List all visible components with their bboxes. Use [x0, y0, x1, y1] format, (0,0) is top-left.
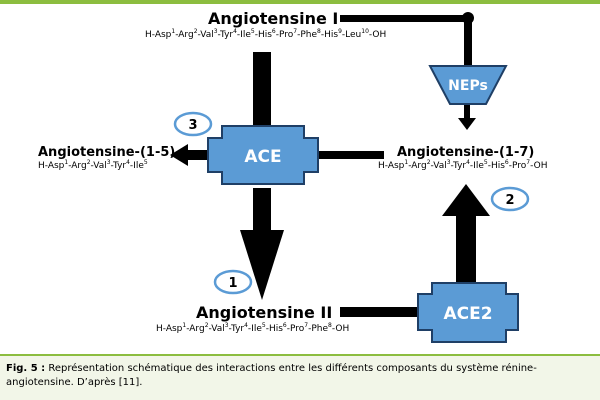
diagram-canvas: NEPs ACE ACE2 3 2 1: [170, 12, 530, 343]
ace-to-ang17-line: [318, 151, 384, 159]
badge-2: 2: [505, 193, 514, 208]
ang2-formula: H-Asp1-Arg2-Val3-Tyr4-Ile5-His6-Pro7-Phe…: [156, 322, 350, 335]
ang17-name: Angiotensine-(1-7): [397, 145, 535, 160]
ang2-name: Angiotensine II: [196, 303, 333, 322]
badge-3-ring: [173, 111, 213, 137]
caption-fig-label: Fig. 5 :: [6, 363, 46, 374]
ang2-to-ace2-line: [340, 307, 420, 317]
ace-to-ang15-shaft: [186, 150, 210, 160]
ace-shape: [207, 125, 319, 185]
ace2-to-ang17-shaft: [456, 214, 476, 286]
ang15-name: Angiotensine-(1-5): [38, 145, 176, 160]
ace2-shape: [417, 282, 519, 343]
ace2-label: ACE2: [443, 304, 492, 324]
caption-text: Représentation schématique des interacti…: [6, 363, 537, 388]
badge-1-ring: [213, 269, 253, 295]
top-border: [0, 0, 600, 4]
ace-to-ang15-head: [170, 144, 188, 166]
junction-to-neps-line: [464, 18, 472, 70]
badge-2-ring: [490, 186, 530, 212]
neps-to-ang17-head: [458, 118, 476, 130]
ang1-to-neps-line: [340, 15, 468, 22]
ace2-to-ang17-head: [442, 184, 490, 216]
ace-to-ang2-head: [240, 230, 284, 300]
ang1-name: Angiotensine I: [208, 9, 339, 28]
figure-caption: Fig. 5 : Représentation schématique des …: [0, 354, 600, 400]
badge-1: 1: [228, 276, 237, 291]
ace-label: ACE: [244, 147, 281, 167]
ang1-to-ace-shaft: [253, 52, 271, 132]
badge-3: 3: [188, 118, 197, 133]
neps-shape: [428, 65, 508, 105]
neps-label: NEPs: [448, 78, 488, 94]
ace-to-ang2-shaft: [253, 188, 271, 230]
ang1-formula: H-Asp1-Arg2-Val3-Tyr4-Ile5-His6-Pro7-Phe…: [145, 28, 387, 41]
ang15-formula: H-Asp1-Arg2-Val3-Tyr4-Ile5: [38, 159, 148, 172]
ang17-formula: H-Asp1-Arg2-Val3-Tyr4-Ile5-His6-Pro7-OH: [378, 159, 548, 172]
neps-to-ang17-shaft: [464, 104, 470, 118]
